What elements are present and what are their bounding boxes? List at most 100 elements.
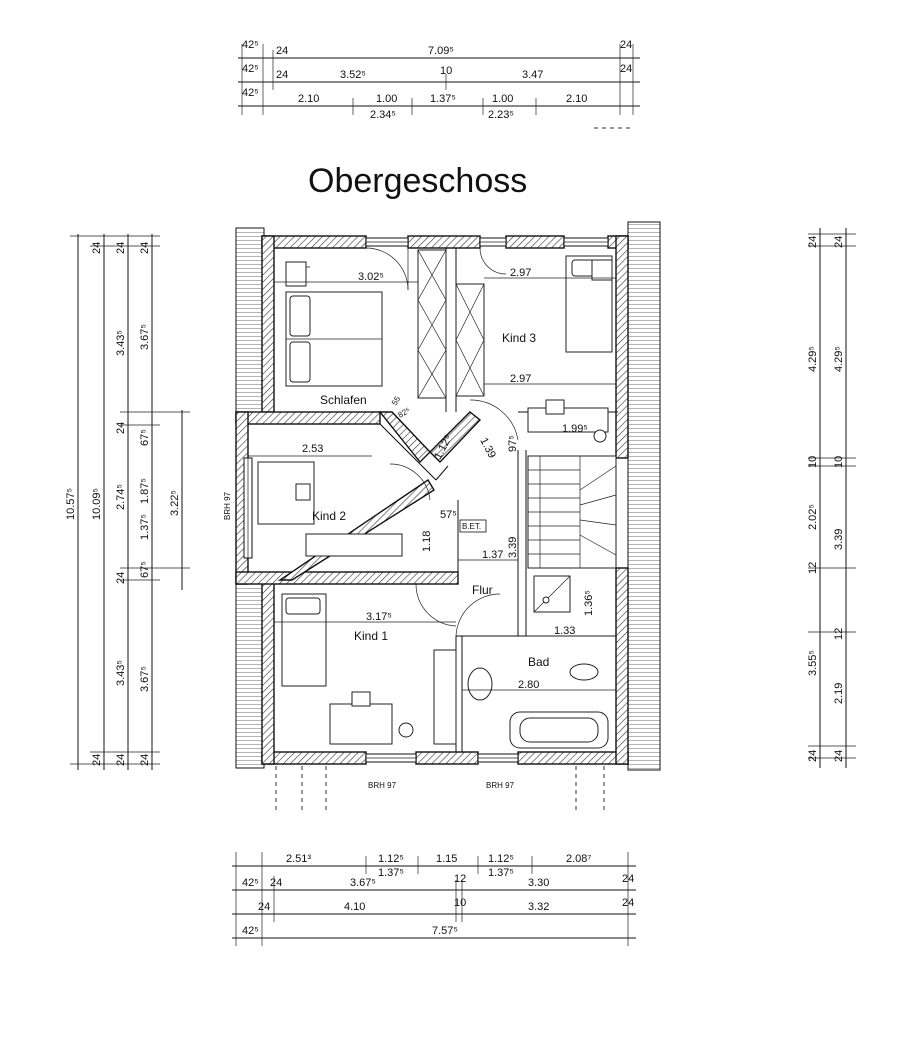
- dim-left-3g: 24: [115, 754, 127, 766]
- dim-bad-shower-h: 1.36⁵: [583, 590, 595, 616]
- dim-top-r3-4: 2.34⁵: [370, 109, 396, 121]
- room-label-flur: Flur: [472, 583, 493, 597]
- dim-diag-5: 57⁵: [440, 509, 457, 521]
- dim-top-r2-4: 10: [440, 65, 452, 77]
- dim-diag-7: 55: [390, 394, 403, 407]
- dim-right-2g: 24: [833, 750, 845, 762]
- dim-left-4c: 67⁵: [139, 429, 151, 446]
- furniture: [257, 255, 613, 749]
- dim-kind3-bottom: 2.97: [510, 373, 531, 385]
- dim-top-r3-2: 2.10: [298, 93, 319, 105]
- dim-bot-r2-2: 24: [270, 877, 282, 889]
- dim-right-2b: 4.29⁵: [833, 346, 845, 372]
- dim-right-2d: 3.39: [833, 529, 845, 550]
- bottom-dimension-chain: 2.51³ 1.12⁵ 1.15 1.12⁵ 2.08⁷ 1.37⁵ 1.37⁵…: [232, 852, 636, 946]
- dashed-guides: [275, 127, 630, 810]
- dim-left-4g: 3.67⁵: [139, 666, 151, 692]
- dim-top-r3-5: 1.37⁵: [430, 93, 456, 105]
- left-dimension-chain: 10.57⁵ 24 10.09⁵ 24 24 3.43⁵ 24 2.74⁵ 24…: [65, 234, 190, 770]
- dim-top-r3-3: 1.00: [376, 93, 397, 105]
- plan-title: Obergeschoss: [308, 162, 527, 200]
- dim-kind1-width: 3.17⁵: [366, 611, 392, 623]
- dim-top-r3-8: 2.10: [566, 93, 587, 105]
- dim-bot-r4-2: 7.57⁵: [432, 925, 458, 937]
- dim-left-4d: 1.87⁵: [139, 478, 151, 504]
- label-bet: B.ET.: [462, 522, 481, 531]
- dim-left-4b: 3.67⁵: [139, 324, 151, 350]
- outer-walls: [235, 235, 629, 765]
- brh-left: BRH 97: [223, 491, 232, 520]
- dim-top-r2-6: 24: [620, 63, 632, 75]
- dim-top-r3-1: 42⁵: [242, 87, 259, 99]
- roof-left-lower: [235, 581, 265, 769]
- dim-bot-r1b-1: 1.37⁵: [378, 867, 404, 879]
- dim-bot-r1-1: 2.51³: [286, 853, 311, 865]
- dim-left-4e: 1.37⁵: [139, 514, 151, 540]
- dim-left-3a: 24: [115, 242, 127, 254]
- door-swings: [365, 247, 519, 637]
- dim-left-2c: 24: [91, 754, 103, 766]
- dim-top-r1-4: 24: [620, 39, 632, 51]
- dim-top-r1-3: 7.09⁵: [428, 45, 454, 57]
- room-label-bad: Bad: [528, 655, 549, 669]
- dim-left-5: 3.22⁵: [169, 490, 181, 516]
- dim-left-3e: 24: [115, 572, 127, 584]
- dim-bot-r2-1: 42⁵: [242, 877, 259, 889]
- dim-bot-r2-4: 12: [454, 873, 466, 885]
- dim-left-4a: 24: [139, 242, 151, 254]
- dim-right-2e: 12: [833, 628, 845, 640]
- dim-right-1e: 12: [807, 562, 819, 574]
- dim-top-r2-5: 3.47: [522, 69, 543, 81]
- dim-bad-width: 2.80: [518, 679, 539, 691]
- roof-right: [627, 221, 661, 771]
- staircase: [527, 455, 617, 569]
- right-dimension-chain: 24 4.29⁵ 10 2.02⁵ 12 3.55⁵ 24 24 4.29⁵ 1…: [807, 228, 856, 768]
- dim-right-2a: 24: [833, 236, 845, 248]
- wardrobes: [417, 249, 485, 399]
- dim-left-3b: 3.43⁵: [115, 330, 127, 356]
- dim-bot-r3-5: 24: [622, 897, 634, 909]
- roof-left-upper: [235, 227, 265, 413]
- dim-right-1d: 2.02⁵: [807, 504, 819, 530]
- dim-right-1c: 10: [807, 456, 819, 468]
- dim-right-1b: 4.29⁵: [807, 346, 819, 372]
- dim-top-r2-2: 24: [276, 69, 288, 81]
- dim-schlafen-width: 3.02⁵: [358, 271, 384, 283]
- dim-top-r3-6: 1.00: [492, 93, 513, 105]
- dim-right-1f: 3.55⁵: [807, 650, 819, 676]
- dim-bot-r2-5: 3.30: [528, 877, 549, 889]
- dim-top-r1-1: 42⁵: [242, 39, 259, 51]
- room-label-kind3: Kind 3: [502, 331, 536, 345]
- dim-left-2a: 24: [91, 242, 103, 254]
- dim-bot-r4-1: 42⁵: [242, 925, 259, 937]
- dim-kind3-desk: 1.99⁵: [562, 423, 588, 435]
- brh-bottom-left: BRH 97: [368, 781, 397, 790]
- dim-bot-r3-4: 3.32: [528, 901, 549, 913]
- dim-kind2-width: 2.53: [302, 443, 323, 455]
- dim-bot-r2-6: 24: [622, 873, 634, 885]
- dim-bot-r1b-2: 1.37⁵: [488, 867, 514, 879]
- dim-kind3-top: 2.97: [510, 267, 531, 279]
- windows: [365, 237, 609, 763]
- dim-left-3d: 2.74⁵: [115, 484, 127, 510]
- dim-bad-shower: 1.33: [554, 625, 575, 637]
- dim-left-4f: 67⁵: [139, 561, 151, 578]
- dim-bot-r1-2: 1.12⁵: [378, 853, 404, 865]
- room-label-schlafen: Schlafen: [320, 393, 367, 407]
- dim-flur-h: 3.39: [507, 537, 519, 558]
- dim-bot-r3-3: 10: [454, 897, 466, 909]
- dim-diag-2: 1.39: [477, 436, 498, 461]
- dim-right-2c: 10: [833, 456, 845, 468]
- dim-right-1a: 24: [807, 236, 819, 248]
- dim-left-4h: 24: [139, 754, 151, 766]
- dim-top-r2-1: 42⁵: [242, 63, 259, 75]
- dim-flur-width: 1.37: [482, 549, 503, 561]
- room-label-kind2: Kind 2: [312, 509, 346, 523]
- dim-left-3f: 3.43⁵: [115, 660, 127, 686]
- dim-diag-3: 97⁵: [507, 435, 519, 452]
- dim-left-3c: 24: [115, 422, 127, 434]
- dim-bot-r1-4: 1.12⁵: [488, 853, 514, 865]
- top-dimension-chain: 42⁵ 24 7.09⁵ 24 42⁵ 24 3.52⁵ 10 3.47 24 …: [238, 39, 640, 121]
- dim-left-1: 10.57⁵: [65, 488, 77, 520]
